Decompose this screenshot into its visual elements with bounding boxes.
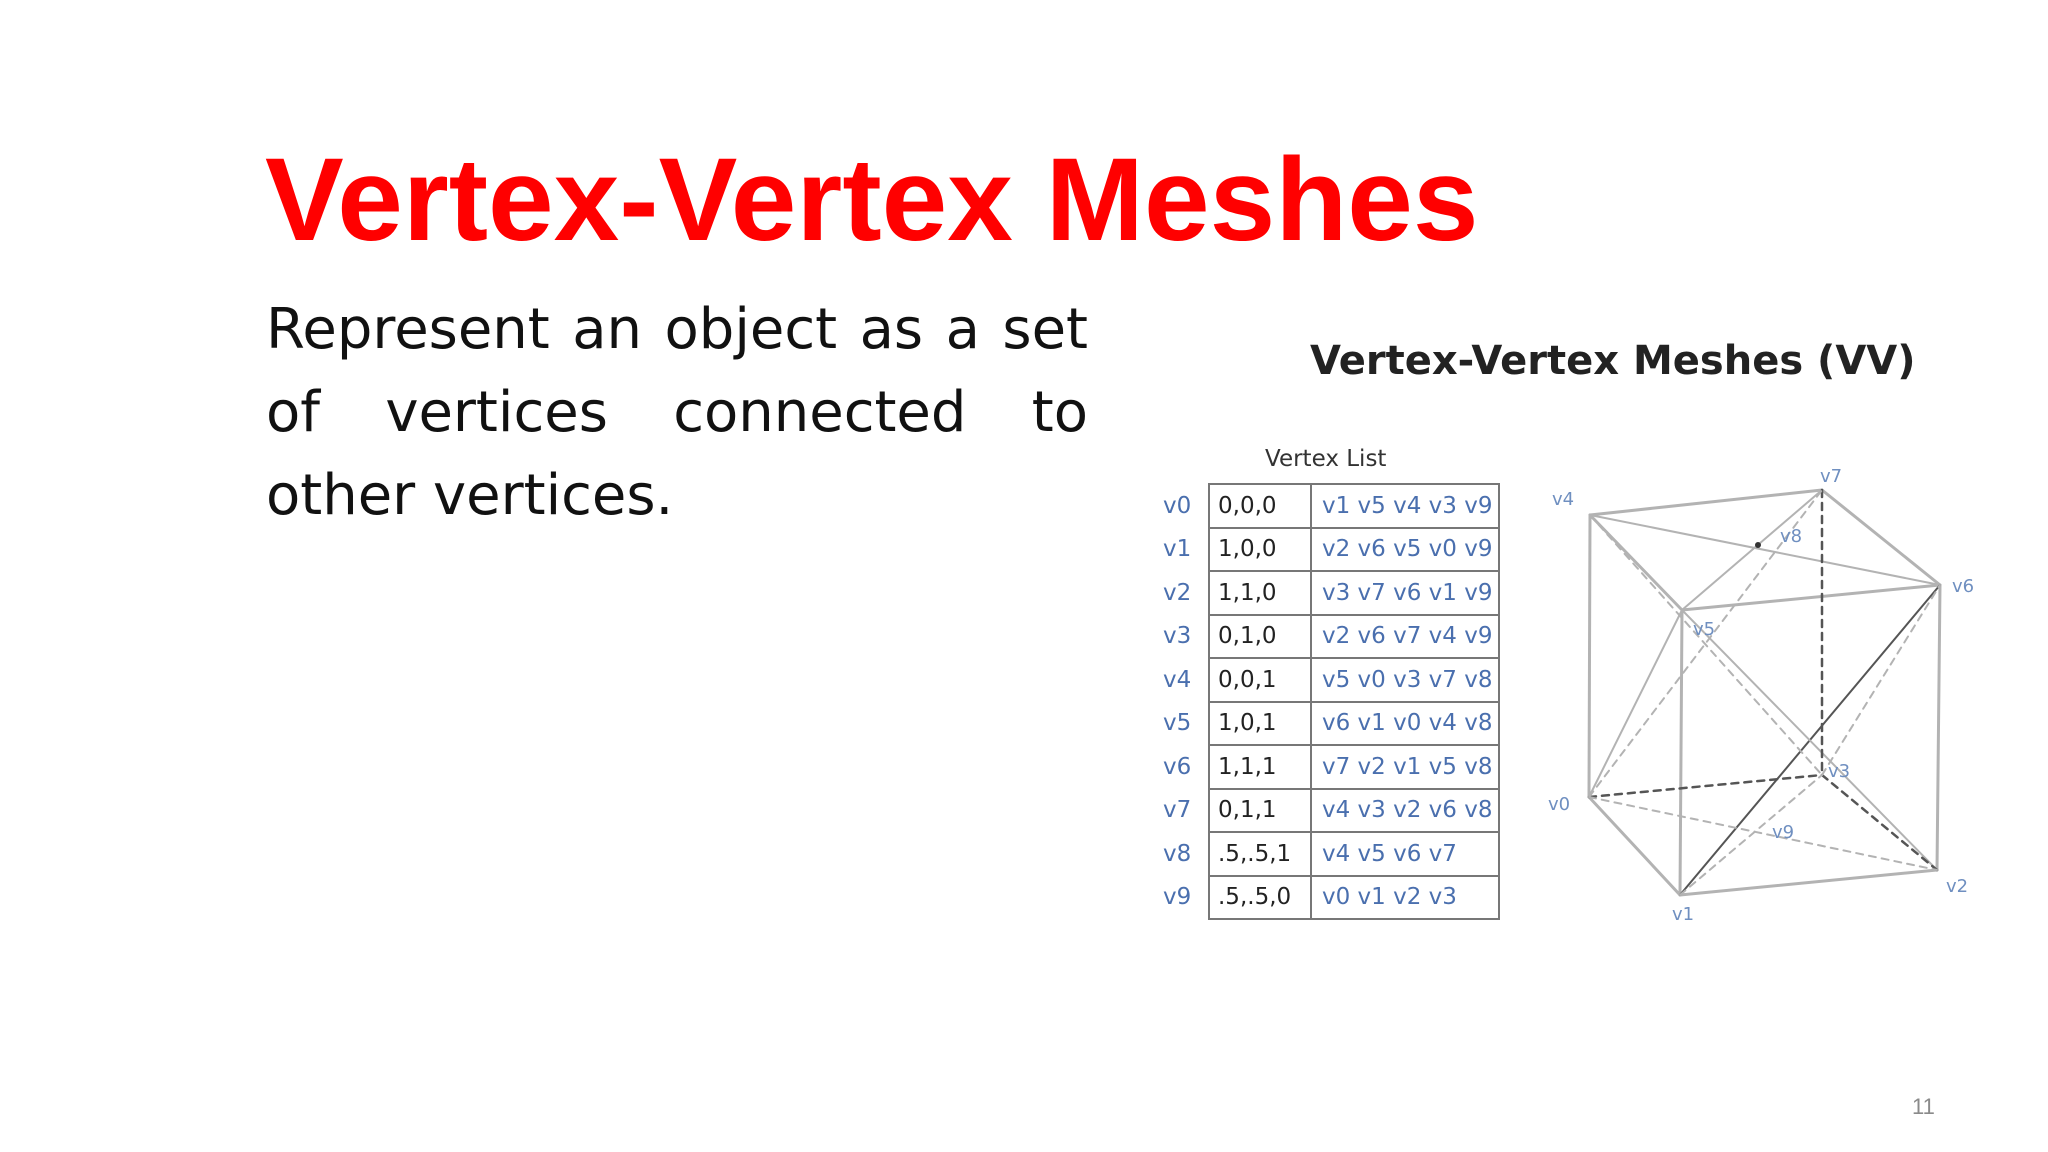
- cube-edge: [1681, 489, 1823, 611]
- cube-edge: [1587, 795, 1682, 897]
- vertex-coord: 1,1,1: [1208, 744, 1312, 790]
- vertex-id: v4: [1163, 666, 1192, 693]
- page-number: 11: [1912, 1094, 1935, 1119]
- vertex-neighbors: v7 v2 v1 v5 v8: [1310, 744, 1500, 790]
- cube-edge: [1820, 488, 1942, 587]
- cube-diagram: v4 v7 v8 v6 v5 v0 v3 v9 v1 v2: [1548, 466, 1974, 925]
- cube-edge: [1588, 609, 1683, 798]
- cube-vertex-label: v3: [1828, 761, 1850, 782]
- vertex-list-title: Vertex List: [1265, 446, 1387, 472]
- vertex-neighbors: v3 v7 v6 v1 v9: [1310, 570, 1500, 616]
- vertex-id: v5: [1163, 710, 1192, 737]
- body-text: Represent an object as a set of vertices…: [266, 297, 1088, 528]
- vertex-id: v9: [1163, 884, 1192, 911]
- vertex-neighbors: v4 v3 v2 v6 v8: [1310, 787, 1500, 833]
- cube-edge: [1820, 773, 1939, 872]
- vertex-neighbors: v5 v0 v3 v7 v8: [1310, 657, 1500, 703]
- vertex-id: v7: [1163, 797, 1192, 824]
- cube-edge: [1588, 513, 1684, 612]
- cube-edge: [1681, 609, 1938, 871]
- vertex-coord: 0,1,0: [1208, 613, 1312, 659]
- cube-vertex-label: v5: [1693, 619, 1715, 640]
- vertex-coord: 1,0,1: [1208, 700, 1312, 746]
- cube-vertex-label: v1: [1672, 904, 1694, 925]
- vertex-coord: 1,1,0: [1208, 570, 1312, 616]
- vv-mesh-figure: Vertex-Vertex Meshes (VV) Vertex List v0…: [1140, 320, 2000, 940]
- vertex-neighbors: v2 v6 v7 v4 v9: [1310, 613, 1500, 659]
- cube-vertex-label: v7: [1820, 466, 1842, 487]
- cube-edge: [1821, 584, 1941, 776]
- cube-edge: [1678, 608, 1684, 897]
- slide-title: Vertex-Vertex Meshes: [265, 134, 1479, 266]
- cube-edge: [1587, 773, 1824, 799]
- vertex-id: v1: [1163, 536, 1192, 563]
- cube-edge: [1588, 488, 1824, 517]
- vertex-coord: 0,0,1: [1208, 657, 1312, 703]
- figure-title: Vertex-Vertex Meshes (VV): [1310, 338, 1916, 384]
- vertex-neighbors: v0 v1 v2 v3: [1310, 874, 1500, 920]
- cube-vertex-label: v9: [1772, 822, 1794, 843]
- vertex-neighbors: v4 v5 v6 v7: [1310, 831, 1500, 877]
- cube-vertex-label: v6: [1952, 576, 1974, 597]
- vertex-neighbors: v6 v1 v0 v4 v8: [1310, 700, 1500, 746]
- vertex-id: v6: [1163, 753, 1192, 780]
- vertex-coord: 1,0,0: [1208, 526, 1312, 572]
- vertex-coord: 0,1,1: [1208, 787, 1312, 833]
- vertex-coord: 0,0,0: [1208, 483, 1312, 529]
- vertex-coord: .5,.5,1: [1208, 831, 1312, 877]
- cube-vertex-label: v8: [1780, 526, 1802, 547]
- vertex-neighbors: v2 v6 v5 v0 v9: [1310, 526, 1500, 572]
- cube-vertex-label: v4: [1552, 489, 1574, 510]
- cube-edge: [1678, 868, 1939, 897]
- cube-edge: [1589, 514, 1941, 586]
- cube-edge: [1588, 489, 1823, 798]
- vertex-id: v2: [1163, 579, 1192, 606]
- cube-vertex-label: v0: [1548, 794, 1570, 815]
- vertex-neighbors: v1 v5 v4 v3 v9: [1310, 483, 1500, 529]
- vertex-coord: .5,.5,0: [1208, 874, 1312, 920]
- vertex-id: v3: [1163, 623, 1192, 650]
- cube-edge: [1680, 583, 1942, 612]
- v8-point: [1755, 542, 1761, 548]
- cube-vertex-label: v2: [1946, 876, 1968, 897]
- cube-edge: [1679, 774, 1823, 896]
- cube-edge: [1587, 513, 1592, 799]
- vertex-id: v0: [1163, 492, 1192, 519]
- cube-edge: [1588, 796, 1938, 871]
- cube-edge: [1935, 583, 1942, 872]
- vertex-id: v8: [1163, 840, 1192, 867]
- cube-edge: [1589, 514, 1823, 776]
